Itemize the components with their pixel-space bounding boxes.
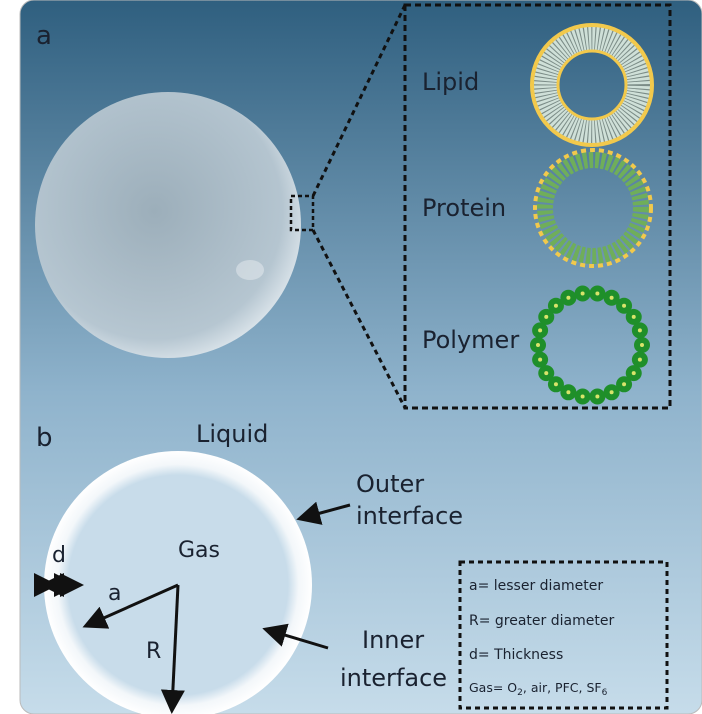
zoom-region: [289, 194, 315, 232]
lipid-shell: [530, 23, 654, 147]
inner-interface-label-2: interface: [340, 664, 447, 692]
polymer-shell: [530, 285, 650, 405]
inner-interface-arrow: [262, 623, 329, 650]
polymer-bead-core: [538, 357, 543, 362]
outer-interface-label-1: Outer: [356, 470, 424, 498]
legend-line-a: a= lesser diameter: [469, 578, 603, 594]
outer-interface-label-2: interface: [356, 502, 463, 530]
bubble-highlight: [236, 260, 264, 280]
legend-box: [458, 560, 669, 710]
polymer-bead-core: [595, 394, 600, 399]
polymer-bead-core: [622, 382, 627, 387]
zoom-line-bottom: [311, 229, 407, 409]
polymer-bead-core: [622, 303, 627, 308]
polymer-bead-core: [580, 394, 585, 399]
polymer-bead-core: [640, 343, 644, 347]
legend-line-d: d= Thickness: [469, 647, 563, 663]
legend-line-gas: Gas= O2, air, PFC, SF6: [469, 680, 608, 698]
polymer-bead-core: [637, 328, 642, 333]
gas-label: Gas: [178, 538, 220, 563]
polymer-bead-core: [536, 343, 540, 347]
a-arrow: [82, 583, 179, 629]
polymer-bead-core: [631, 371, 636, 376]
outer-interface-arrow: [296, 501, 351, 525]
polymer-bead-core: [566, 390, 571, 395]
protein-label: Protein: [422, 194, 506, 222]
microbubble: [35, 92, 301, 358]
panel-b-label: b: [36, 423, 53, 453]
polymer-bead-core: [544, 371, 549, 376]
liquid-label: Liquid: [196, 420, 268, 448]
polymer-bead-core: [631, 314, 636, 319]
panel-a-label: a: [36, 21, 52, 51]
inner-interface-label-1: Inner: [362, 626, 424, 654]
polymer-bead-core: [637, 357, 642, 362]
polymer-bead-core: [566, 295, 571, 300]
legend-line-R: R= greater diameter: [469, 613, 614, 629]
polymer-bead-core: [553, 382, 558, 387]
protein-shell: [533, 148, 653, 268]
polymer-bead-core: [538, 328, 543, 333]
polymer-bead-core: [609, 295, 614, 300]
polymer-bead-core: [580, 291, 585, 296]
R-arrow: [160, 584, 185, 714]
bubble-shell-ring: [44, 451, 312, 714]
lipid-label: Lipid: [422, 68, 479, 96]
polymer-bead-core: [609, 390, 614, 395]
polymer-bead-core: [553, 303, 558, 308]
a-label: a: [108, 581, 121, 606]
polymer-label: Polymer: [422, 326, 519, 354]
polymer-bead-core: [544, 314, 549, 319]
shell-types-box: [403, 3, 672, 410]
polymer-bead-core: [595, 291, 600, 296]
R-label: R: [146, 639, 161, 664]
d-label: d: [52, 543, 66, 568]
